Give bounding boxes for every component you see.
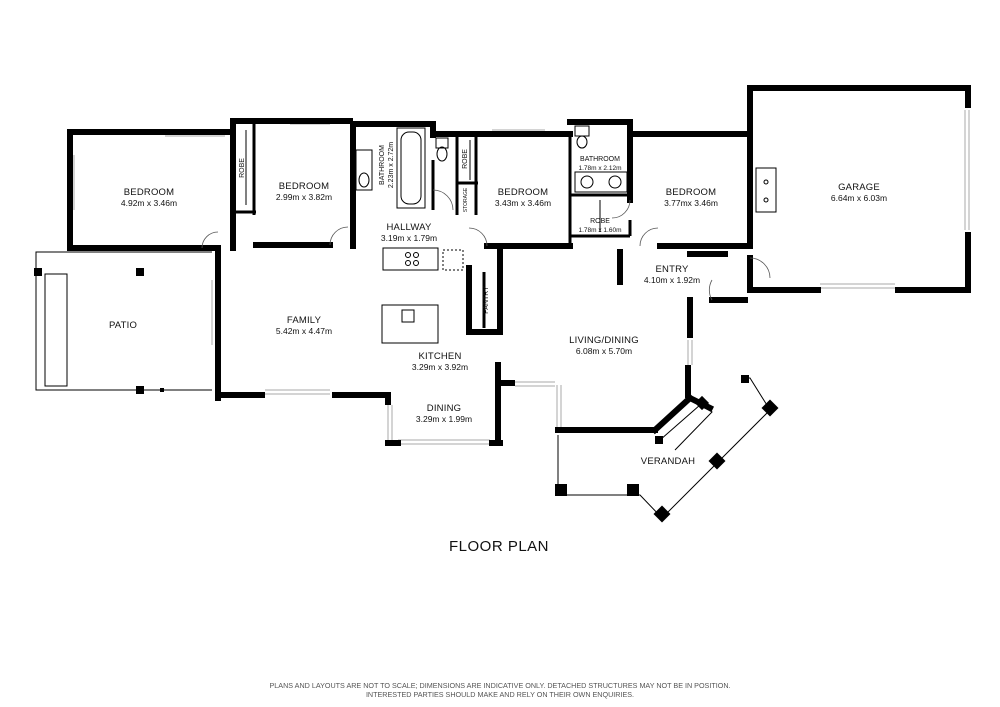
- plan-title: FLOOR PLAN: [449, 538, 549, 555]
- walls: [67, 85, 971, 446]
- disclaimer-line-1: PLANS AND LAYOUTS ARE NOT TO SCALE; DIME…: [269, 681, 730, 690]
- room-label-dining: DINING 3.29m x 1.99m: [416, 403, 472, 424]
- room-name: BATHROOM: [379, 145, 386, 185]
- room-name: HALLWAY: [386, 222, 432, 233]
- room-dims: 2.23m x 2.72m: [388, 142, 395, 188]
- verandah-structure: [555, 375, 779, 523]
- room-label-bedroom-2: BEDROOM 2.99m x 3.82m: [276, 181, 332, 202]
- door-swings: [201, 189, 771, 301]
- room-name: FAMILY: [287, 315, 322, 326]
- room-label-bedroom-4: BEDROOM 3.77mx 3.46m: [664, 187, 718, 208]
- room-label-living-dining: LIVING/DINING 6.08m x 5.70m: [569, 335, 639, 356]
- room-label-storage: STORAGE: [463, 187, 469, 212]
- room-label-bedroom-1: BEDROOM 4.92m x 3.46m: [121, 187, 177, 208]
- room-label-kitchen: KITCHEN 3.29m x 3.92m: [412, 351, 468, 372]
- room-dims: 6.08m x 5.70m: [576, 346, 632, 356]
- room-name: LIVING/DINING: [569, 335, 639, 346]
- room-dims: 4.92m x 3.46m: [121, 198, 177, 208]
- room-name: ROBE: [590, 218, 610, 225]
- patio-structure: [34, 251, 212, 394]
- room-dims: 5.42m x 4.47m: [276, 326, 332, 336]
- room-name: ENTRY: [655, 264, 688, 275]
- room-label-pantry: PANTRY: [483, 286, 490, 314]
- room-dims: 3.43m x 3.46m: [495, 198, 551, 208]
- room-label-bathroom-1: BATHROOM 2.23m x 2.72m: [379, 142, 395, 188]
- room-label-hallway: HALLWAY 3.19m x 1.79m: [381, 222, 437, 243]
- room-label-patio: PATIO: [109, 320, 137, 331]
- room-name: BEDROOM: [666, 187, 717, 198]
- room-dims: 1.78m x 2.12m: [579, 165, 622, 172]
- room-name: BEDROOM: [279, 181, 330, 192]
- windows: [69, 110, 970, 445]
- room-dims: 2.99m x 3.82m: [276, 192, 332, 202]
- room-dims: 3.77mx 3.46m: [664, 198, 718, 208]
- room-label-robe-1: ROBE: [239, 158, 246, 178]
- room-dims: 3.19m x 1.79m: [381, 233, 437, 243]
- room-label-robe-3: ROBE 1.78m x 1.60m: [579, 218, 622, 234]
- room-dims: 4.10m x 1.92m: [644, 275, 700, 285]
- room-dims: 3.29m x 1.99m: [416, 414, 472, 424]
- room-label-verandah: VERANDAH: [641, 456, 695, 467]
- room-name: DINING: [427, 403, 461, 414]
- room-dims: 3.29m x 3.92m: [412, 362, 468, 372]
- room-label-bathroom-2: BATHROOM 1.78m x 2.12m: [579, 156, 622, 172]
- room-name: BEDROOM: [498, 187, 549, 198]
- room-name: KITCHEN: [418, 351, 461, 362]
- room-name: BATHROOM: [580, 156, 620, 163]
- room-label-family: FAMILY 5.42m x 4.47m: [276, 315, 332, 336]
- room-label-robe-2: ROBE: [462, 149, 469, 169]
- room-label-bedroom-3: BEDROOM 3.43m x 3.46m: [495, 187, 551, 208]
- room-label-entry: ENTRY 4.10m x 1.92m: [644, 264, 700, 285]
- room-dims: 6.64m x 6.03m: [831, 193, 887, 203]
- room-name: BEDROOM: [124, 187, 175, 198]
- room-dims: 1.78m x 1.60m: [579, 227, 622, 234]
- fixtures: [245, 125, 777, 344]
- disclaimer-line-2: INTERESTED PARTIES SHOULD MAKE AND RELY …: [366, 690, 634, 699]
- room-label-garage: GARAGE 6.64m x 6.03m: [831, 182, 887, 203]
- room-name: GARAGE: [838, 182, 880, 193]
